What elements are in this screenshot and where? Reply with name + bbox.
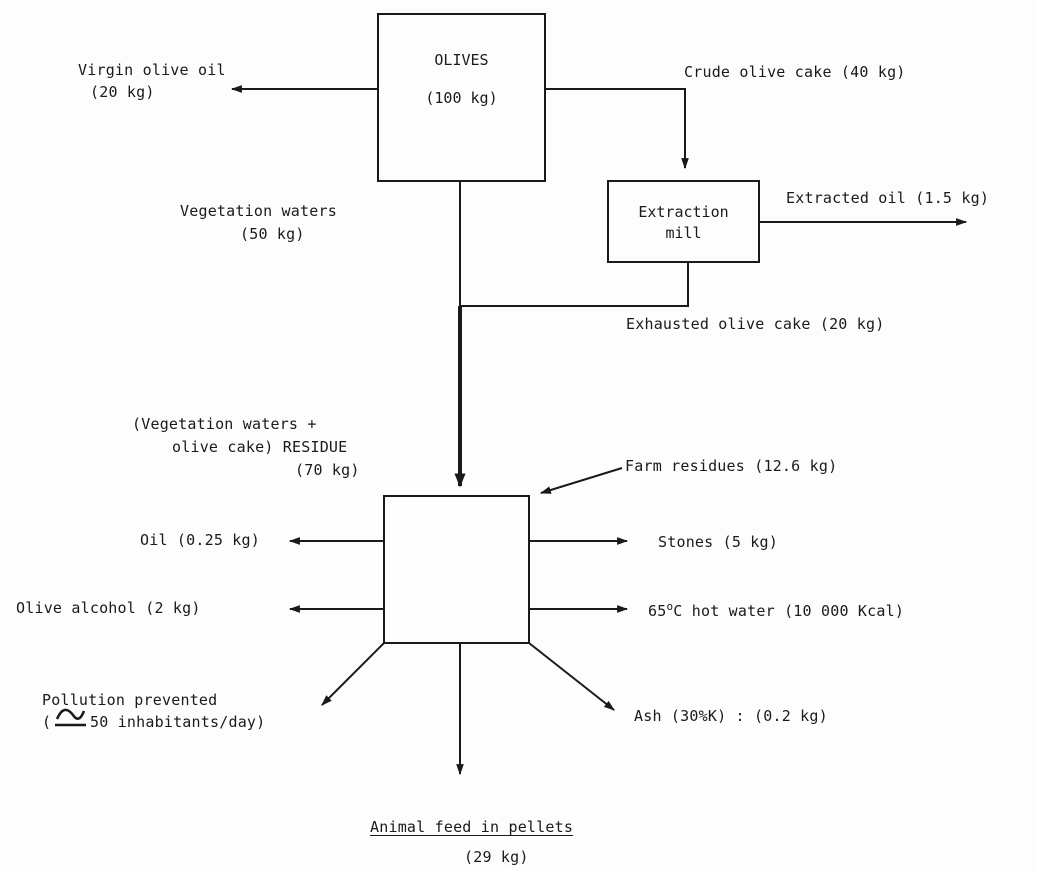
oil-label: Oil (0.25 kg)	[140, 531, 260, 549]
extraction-mill-line2: mill	[665, 224, 702, 242]
residue-amount: (70 kg)	[295, 461, 360, 479]
pollution-label: Pollution prevented	[42, 691, 218, 709]
olive-alcohol-label: Olive alcohol (2 kg)	[16, 599, 201, 617]
ash-arrow	[528, 642, 615, 711]
exhausted-cake-label: Exhausted olive cake (20 kg)	[626, 315, 885, 333]
residue-line1: (Vegetation waters +	[132, 415, 317, 433]
farm-residues-label: Farm residues (12.6 kg)	[625, 457, 838, 475]
vegetation-waters-label: Vegetation waters	[180, 202, 337, 220]
pollution-arrow	[321, 642, 385, 706]
olives-box	[377, 13, 546, 182]
animal-feed-label: Animal feed in pellets	[370, 818, 574, 836]
processing-box	[383, 495, 530, 644]
ash-label: Ash (30%K) : (0.2 kg)	[634, 707, 828, 725]
virgin-oil-label: Virgin olive oil	[78, 61, 226, 79]
pollution-open-paren: (	[42, 713, 52, 731]
hot-water-label: 65oC hot water (10 000 Kcal)	[648, 601, 904, 621]
vegetation-waters-amount: (50 kg)	[240, 225, 305, 243]
pollution-amount: 50 inhabitants/day)	[90, 713, 266, 731]
farm-residues-arrow	[539, 467, 623, 494]
stones-label: Stones (5 kg)	[658, 533, 778, 551]
hot-water-temp: 65	[648, 602, 667, 620]
crude-cake-arrow	[545, 88, 689, 170]
exhausted-cake-line	[460, 262, 689, 307]
animal-feed-amount: (29 kg)	[464, 848, 529, 866]
olives-title: OLIVES	[434, 51, 489, 69]
residue-line2: olive cake) RESIDUE	[172, 438, 348, 456]
hot-water-rest: C hot water (10 000 Kcal)	[673, 602, 905, 620]
crude-cake-label: Crude olive cake (40 kg)	[684, 63, 906, 81]
degree-symbol: o	[666, 600, 674, 613]
approx-symbol-icon	[55, 708, 86, 727]
extraction-mill-line1: Extraction	[638, 203, 729, 221]
extracted-oil-label: Extracted oil (1.5 kg)	[786, 189, 990, 207]
virgin-oil-amount: (20 kg)	[90, 83, 155, 101]
olives-amount: (100 kg)	[425, 89, 498, 107]
